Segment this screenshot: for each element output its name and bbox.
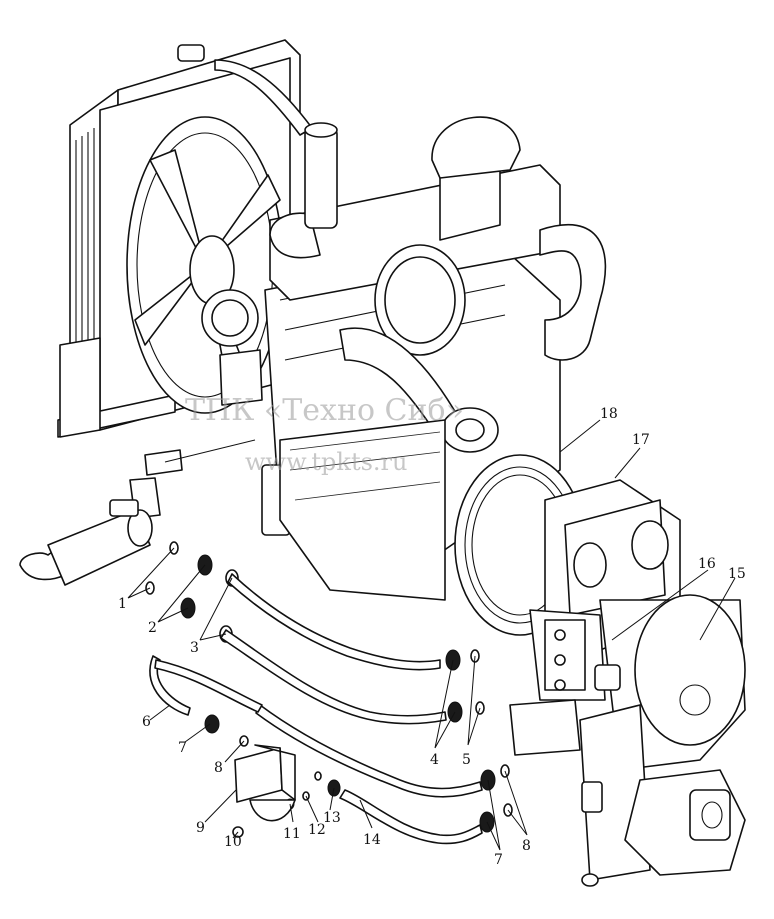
callout-14: 14 xyxy=(363,832,381,848)
watermark: ТПК «Техно Сиб» www.tpkts.ru xyxy=(185,393,464,476)
callout-6: 6 xyxy=(142,714,151,730)
callout-1: 1 xyxy=(118,596,127,612)
callout-10: 10 xyxy=(224,834,242,850)
callout-12: 12 xyxy=(308,822,326,838)
oil-cooler xyxy=(19,499,153,586)
callout-8: 8 xyxy=(214,760,223,776)
callout-18: 18 xyxy=(600,406,618,422)
callout-7: 7 xyxy=(178,740,187,756)
callout-17: 17 xyxy=(632,432,650,448)
watermark-url: www.tpkts.ru xyxy=(245,448,407,476)
callout-15: 15 xyxy=(728,566,746,582)
transmission-gearbox xyxy=(544,479,746,887)
oil-hoses xyxy=(149,573,483,845)
callout-3: 3 xyxy=(190,640,199,656)
control-valve-block xyxy=(509,609,621,756)
filter-bracket xyxy=(234,744,296,822)
callout-16: 16 xyxy=(698,556,716,572)
watermark-company: ТПК «Техно Сиб» xyxy=(185,393,464,428)
callout-9: 9 xyxy=(196,820,205,836)
callout-2: 2 xyxy=(148,620,157,636)
callout-4: 4 xyxy=(430,752,439,768)
diesel-engine xyxy=(129,116,607,601)
leader-lines xyxy=(127,419,736,851)
callout-7b: 7 xyxy=(494,852,503,868)
callout-5: 5 xyxy=(462,752,471,768)
callout-11: 11 xyxy=(283,826,301,842)
callout-13: 13 xyxy=(323,810,341,826)
callout-8b: 8 xyxy=(522,838,531,854)
callout-labels: 1 2 3 4 5 6 7 8 9 10 11 12 13 14 15 16 1… xyxy=(118,406,746,868)
